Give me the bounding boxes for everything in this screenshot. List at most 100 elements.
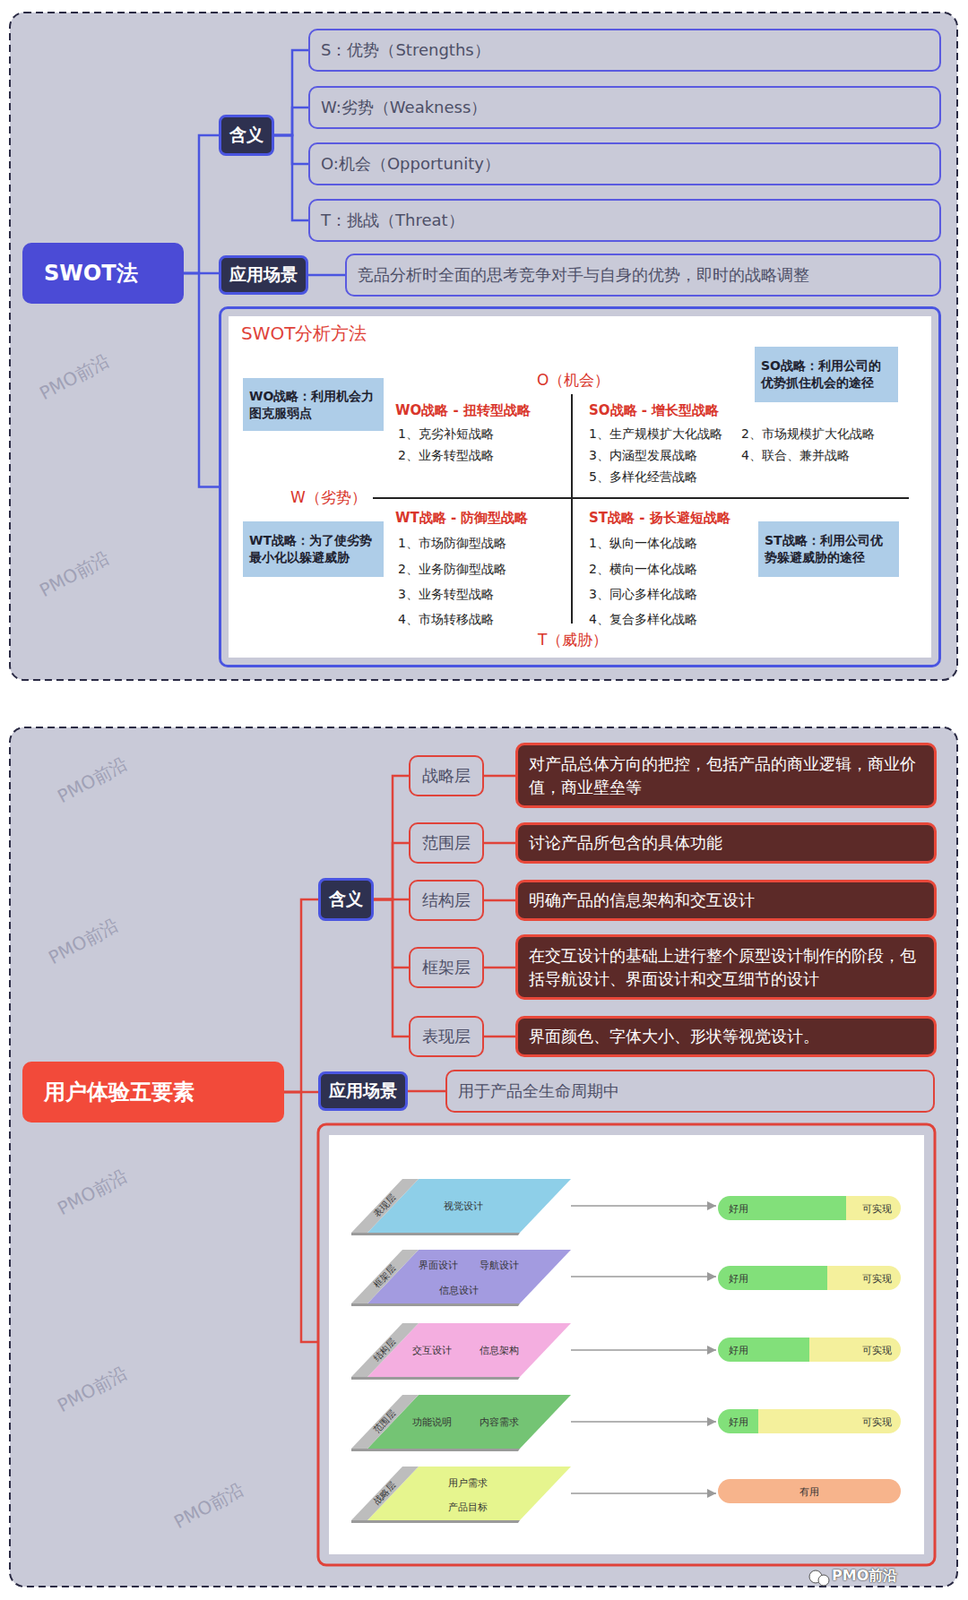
tree-connector [274, 135, 309, 221]
tree-connector [373, 843, 409, 900]
node-text: W:劣势（Weakness） [320, 96, 487, 119]
node-text: ST战略：利用公司优势躲避威胁的途径 [764, 532, 893, 567]
node-text: SWOT法 [43, 259, 139, 288]
tree-connector [274, 50, 309, 136]
watermark: PMO前沿 [44, 914, 122, 969]
node-text: 含义 [229, 123, 264, 147]
branch-tag: 含义 [218, 114, 275, 156]
layer-item: 内容需求 [479, 1416, 519, 1430]
node-text: 框架层 [422, 957, 471, 979]
axis-line [372, 497, 909, 500]
layer-box: 战略层 [408, 755, 484, 797]
plane-edge [351, 1233, 520, 1236]
watermark: PMO前沿 [53, 1362, 131, 1418]
watermark: PMO前沿 [53, 752, 131, 808]
swot-matrix-panel: SWOT分析方法 WO战略：利用机会力图克服弱点 SO战略：利用公司的优势抓住机会的… [218, 306, 942, 668]
watermark: PMO前沿 [35, 546, 113, 602]
layer-item: 功能说明 [412, 1416, 452, 1430]
leaf-box: 竞品分析时全面的思考竞争对手与自身的优势，即时的战略调整 [345, 253, 942, 297]
root-topic: SWOT法 [22, 242, 184, 304]
bar-label: 可实现 [862, 1415, 892, 1429]
tree-connector [284, 899, 319, 1093]
tree-connector [484, 967, 516, 970]
axis-line [570, 394, 573, 624]
layer-item: 用户需求 [448, 1477, 488, 1491]
layer-item: 交互设计 [412, 1344, 452, 1358]
tree-connector [308, 274, 346, 277]
bar-label: 可实现 [862, 1271, 892, 1286]
arrow-connector [570, 1276, 717, 1278]
illustration-ground [328, 1135, 925, 1556]
node-text: SO战略：利用公司的优势抓住机会的途径 [760, 357, 892, 392]
plane-side [351, 1179, 419, 1234]
layer-item: 视觉设计 [443, 1200, 484, 1214]
layer-plane: 表现层视觉设计 [351, 1179, 571, 1234]
strategy-box: WO战略：利用机会力图克服弱点 [242, 378, 384, 432]
rating-bar: 好用 可实现 [717, 1409, 901, 1435]
rating-bar: 好用可实现 [717, 1196, 901, 1221]
tree-connector [484, 899, 516, 903]
root-topic: 用户体验五要素 [22, 1062, 285, 1124]
node-text: 界面颜色、字体大小、形状等视觉设计。 [528, 1025, 820, 1048]
swot-panel [9, 12, 958, 681]
description-box: 在交互设计的基础上进行整个原型设计制作的阶段，包括导航设计、界面设计和交互细节的… [515, 934, 937, 1001]
node-text: 结构层 [422, 890, 471, 912]
ux-panel [9, 727, 958, 1588]
leaf-box: W:劣势（Weakness） [308, 86, 942, 130]
arrow-connector [570, 1349, 717, 1351]
branch-tag: 含义 [318, 878, 374, 922]
logo-text: PMO前沿 [831, 1567, 898, 1585]
description-box: 讨论产品所包含的具体功能 [515, 822, 937, 865]
tree-connector [407, 1090, 446, 1094]
plane-edge [351, 1304, 520, 1307]
bar-label: 好用 [728, 1415, 749, 1429]
description-box: 界面颜色、字体大小、形状等视觉设计。 [515, 1016, 937, 1058]
node-text: S：优势（Strengths） [320, 39, 491, 61]
layer-box: 结构层 [408, 880, 484, 922]
tree-connector [183, 273, 219, 488]
node-text: 含义 [328, 888, 363, 912]
layer-item: 信息架构 [479, 1344, 519, 1358]
panel-title: SWOT分析方法 [241, 321, 367, 346]
tree-connector [274, 107, 309, 136]
node-text: 明确产品的信息架构和交互设计 [528, 889, 755, 912]
watermark: PMO前沿 [35, 349, 113, 405]
node-text: WO战略：利用机会力图克服弱点 [249, 388, 378, 423]
bar-label: 好用 [728, 1271, 749, 1286]
bar-label: 好用 [728, 1343, 749, 1357]
node-text: 应用场景 [229, 263, 298, 287]
leaf-box: 用于产品全生命周期中 [445, 1070, 935, 1114]
node-text: T：挑战（Threat） [320, 209, 465, 232]
layer-item: 信息设计 [439, 1284, 479, 1298]
tree-connector [373, 776, 409, 900]
tree-connector [484, 775, 516, 778]
tree-connector [373, 899, 409, 1038]
branch-tag: 应用场景 [218, 255, 309, 295]
layer-box: 框架层 [408, 947, 484, 989]
bar-label: 有用 [799, 1485, 820, 1499]
bar-label: 好用 [728, 1201, 749, 1216]
node-text: 讨论产品所包含的具体功能 [528, 831, 723, 855]
tree-connector [284, 1091, 319, 1095]
node-text: 对产品总体方向的把控，包括产品的商业逻辑，商业价值，商业壁垒等 [528, 752, 924, 798]
plane-side [351, 1395, 419, 1450]
leaf-box: S：优势（Strengths） [308, 28, 942, 72]
tree-connector [183, 135, 219, 274]
strategy-box: SO战略：利用公司的优势抓住机会的途径 [754, 346, 899, 403]
watermark: PMO前沿 [170, 1478, 248, 1534]
description-box: 明确产品的信息架构和交互设计 [515, 880, 937, 922]
node-text: 竞品分析时全面的思考竞争对手与自身的优势，即时的战略调整 [357, 264, 810, 286]
illustration-frame [318, 1124, 935, 1566]
node-text: 用于产品全生命周期中 [458, 1080, 620, 1103]
layer-item: 界面设计 [418, 1259, 459, 1273]
rating-bar: 好用可实现 [717, 1338, 901, 1363]
layer-plane: 结构层交互设计信息架构 [351, 1323, 571, 1378]
watermark: PMO前沿 [53, 1165, 131, 1220]
layer-item: 产品目标 [448, 1501, 488, 1515]
layer-plane: 范围层功能说明内容需求 [351, 1395, 571, 1450]
plane-side [351, 1467, 419, 1522]
leaf-box: T：挑战（Threat） [308, 198, 942, 242]
plane-side [351, 1323, 419, 1378]
